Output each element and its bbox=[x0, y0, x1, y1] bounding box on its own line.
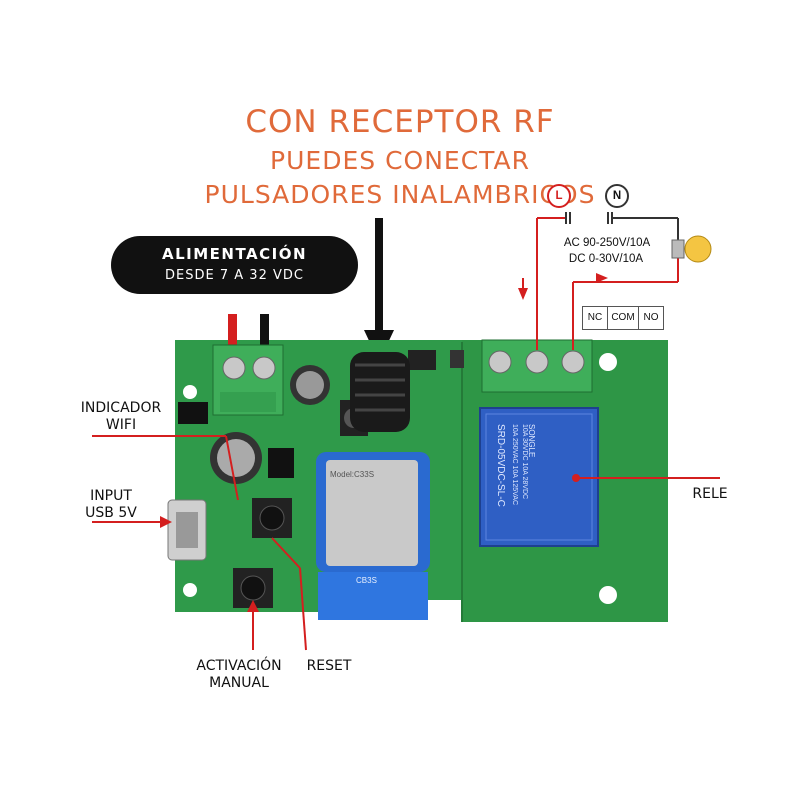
headline-line-3: PULSADORES INALAMBRICOS bbox=[204, 180, 596, 209]
headline-line-2: PUEDES CONECTAR bbox=[270, 146, 530, 175]
live-symbol-label: L bbox=[555, 190, 563, 202]
neutral-symbol-label: N bbox=[612, 190, 622, 202]
rf-coil bbox=[350, 352, 410, 432]
label-wifi-indicator: INDICADOR WIFI bbox=[80, 400, 162, 433]
bulb-icon bbox=[671, 235, 712, 263]
module-model-text: Model:C33S bbox=[330, 470, 375, 479]
terminal-com: COM bbox=[607, 306, 639, 330]
power-badge-title: ALIMENTACIÓN bbox=[161, 245, 308, 263]
power-wires bbox=[228, 314, 269, 352]
rating-ac: AC 90-250V/10A bbox=[563, 237, 651, 249]
terminal-nc: NC bbox=[582, 306, 608, 330]
capacitors bbox=[210, 365, 330, 484]
terminal-no: NO bbox=[638, 306, 664, 330]
headline-line-1: CON RECEPTOR RF bbox=[245, 104, 555, 140]
usb-port bbox=[167, 499, 207, 561]
power-badge: ALIMENTACIÓN DESDE 7 A 32 VDC bbox=[111, 236, 358, 294]
relay-model: SRD-05VDC-SL-C bbox=[495, 424, 506, 507]
label-usb-input: INPUT USB 5V bbox=[85, 488, 137, 521]
relay-brand: SONGLE bbox=[527, 424, 536, 458]
load-wiring bbox=[518, 212, 679, 350]
power-badge-subtitle: DESDE 7 A 32 VDC bbox=[165, 268, 304, 283]
relay-rating-2: 10A 30VDC 10A 28VDC bbox=[521, 424, 528, 500]
callout-lines bbox=[92, 435, 720, 651]
wifi-module bbox=[316, 452, 430, 620]
relay-rating-1: 10A 250VAC 10A 125VAC bbox=[511, 424, 518, 506]
rating-dc: DC 0-30V/10A bbox=[568, 253, 644, 265]
neutral-symbol-icon bbox=[605, 184, 629, 208]
buttons bbox=[233, 498, 292, 608]
power-terminal-block bbox=[212, 344, 284, 416]
label-reset: RESET bbox=[306, 658, 352, 674]
label-relay: RELE bbox=[692, 486, 728, 502]
module-code-text: CB3S bbox=[356, 576, 377, 585]
live-symbol-icon bbox=[547, 184, 571, 208]
relay-markings: SONGLE SRD-05VDC-SL-C 10A 250VAC 10A 125… bbox=[486, 420, 592, 540]
label-manual-activation: ACTIVACIÓN MANUAL bbox=[196, 658, 282, 691]
